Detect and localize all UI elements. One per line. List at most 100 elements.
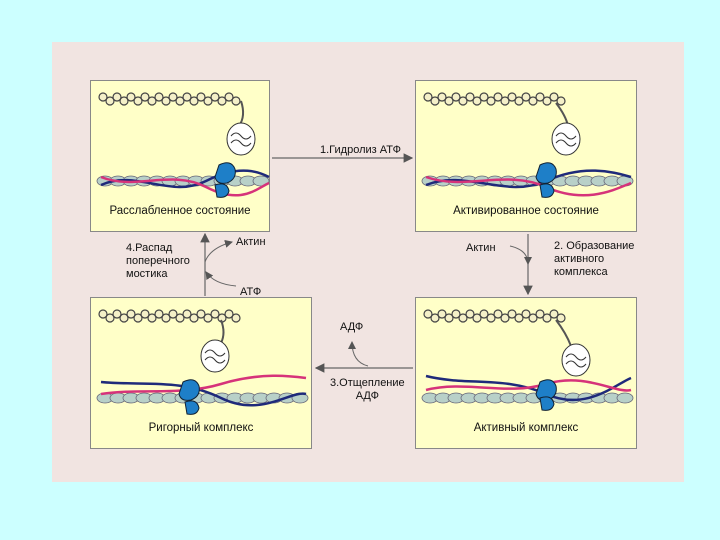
chain-link [182, 92, 192, 102]
chain-link [514, 313, 524, 323]
chain-link [203, 313, 213, 323]
arrow-adp-out [348, 341, 369, 367]
chain-link [423, 309, 433, 319]
chain-link [500, 96, 510, 106]
chain-link [140, 92, 150, 102]
rigor-illustration [96, 309, 309, 415]
chain-link [126, 92, 136, 102]
chain-link [161, 313, 171, 323]
chain-link [196, 92, 206, 102]
chain-link [133, 313, 143, 323]
state-label-relaxed: Расслабленное состояние [109, 205, 251, 217]
chain-link [486, 96, 496, 106]
state-label-active-complex: Активный комплекс [473, 422, 579, 434]
actin-label-step4: Актин [236, 236, 266, 248]
myosin-head [535, 162, 557, 198]
chain-link [231, 313, 241, 323]
chain-link [549, 309, 559, 319]
chain-link [98, 92, 108, 102]
chain-link [98, 309, 108, 319]
chain-link [556, 313, 566, 323]
chain-link [535, 309, 545, 319]
chain-link [451, 92, 461, 102]
chain-link [472, 313, 482, 323]
chain-link [161, 96, 171, 106]
myosin-neck [220, 319, 225, 344]
step3-label: 3.Отщепление АДФ [330, 377, 405, 402]
chain-link [112, 309, 122, 319]
step1-label: 1.Гидролиз АТФ [320, 144, 401, 156]
chain-link [521, 309, 531, 319]
active-complex-illustration [421, 309, 634, 411]
chain-link [423, 92, 433, 102]
thick-filament-chain [423, 309, 566, 323]
chain-link [542, 313, 552, 323]
state-box-activated: Активированное состояние [415, 80, 637, 232]
chain-link [458, 96, 468, 106]
chain-link [451, 309, 461, 319]
thick-filament-chain [423, 92, 566, 106]
chain-link [203, 96, 213, 106]
chain-link [542, 96, 552, 106]
state-label-activated: Активированное состояние [453, 205, 599, 217]
chain-link [472, 96, 482, 106]
chain-link [437, 92, 447, 102]
chain-link [147, 96, 157, 106]
chain-link [140, 309, 150, 319]
chain-link [196, 309, 206, 319]
atp-label-step4: АТФ [240, 286, 262, 298]
chain-link [514, 96, 524, 106]
strand-pink [100, 374, 307, 396]
strand-navy [100, 169, 270, 189]
chain-link [486, 313, 496, 323]
chain-link [465, 309, 475, 319]
chain-link [119, 96, 129, 106]
chain-link [430, 313, 440, 323]
chain-link [210, 309, 220, 319]
chain-link [507, 309, 517, 319]
myosin-globule [551, 122, 581, 156]
chain-link [493, 309, 503, 319]
step2-label: 2. Образование активного комплекса [554, 240, 635, 278]
myosin-globule [200, 339, 230, 373]
chain-link [479, 309, 489, 319]
chain-link [147, 313, 157, 323]
chain-link [493, 92, 503, 102]
chain-link [154, 92, 164, 102]
myosin-neck [555, 319, 572, 347]
chain-link [175, 313, 185, 323]
state-label-rigor: Ригорный комплекс [148, 422, 254, 434]
chain-link [231, 96, 241, 106]
chain-link [528, 96, 538, 106]
chain-link [556, 96, 566, 106]
chain-link [189, 96, 199, 106]
chain-link [458, 313, 468, 323]
chain-link [549, 92, 559, 102]
chain-link [133, 96, 143, 106]
myosin-head [178, 379, 200, 415]
chain-link [535, 92, 545, 102]
step4-label: 4.Распад поперечного мостика [126, 242, 190, 280]
chain-link [154, 309, 164, 319]
chain-link [430, 96, 440, 106]
actin-bead [616, 392, 634, 404]
state-box-rigor: Ригорный комплекс [90, 297, 312, 449]
thick-filament-chain [98, 309, 241, 323]
chain-link [210, 92, 220, 102]
strand-pink [100, 175, 270, 197]
adp-label-step3: АДФ [340, 321, 364, 333]
chain-link [182, 309, 192, 319]
actin-label-step2: Актин [466, 242, 496, 254]
myosin-globule [226, 122, 256, 156]
state-box-active-complex: Активный комплекс [415, 297, 637, 449]
myosin-globule [561, 343, 591, 377]
chain-link [465, 92, 475, 102]
activated-illustration [421, 92, 634, 198]
thick-filament-chain [98, 92, 241, 106]
arrow-atp-in [205, 271, 237, 287]
chain-link [112, 92, 122, 102]
chain-link [105, 96, 115, 106]
chain-link [217, 96, 227, 106]
chain-link [119, 313, 129, 323]
